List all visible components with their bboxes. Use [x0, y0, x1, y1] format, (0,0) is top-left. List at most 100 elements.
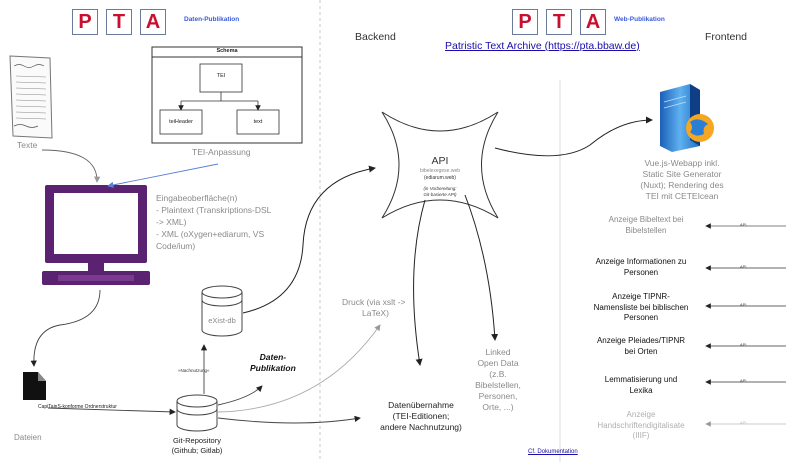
logo2-letter-t: T — [546, 9, 572, 35]
frontend-item-line: Lemmatisierung und — [604, 375, 678, 384]
linked-open-data-label: Linked Open Data (z.B. Bibelstellen, Per… — [468, 347, 528, 413]
daten-line: (TEI-Editionen; — [392, 411, 450, 421]
frontend-item-iiif: Anzeige Handschriftendigitalisate (IIIF) — [576, 410, 706, 442]
web-server-icon — [660, 84, 714, 152]
frontend-item-pleiades: Anzeige Pleiades/TIPNR bei Orten — [576, 336, 706, 357]
daten-pub-line: Daten- — [259, 352, 287, 362]
frontend-item-line: Handschriftendigitalisate — [597, 420, 685, 430]
frontend-item-line: Anzeige Bibeltext bei — [608, 215, 684, 224]
datenuebernahme-label: Datenübernahme (TEI-Editionen; andere Na… — [356, 400, 486, 433]
frontend-item-personen: Anzeige Informationen zu Personen — [576, 257, 706, 278]
linked-line: Linked — [485, 347, 511, 357]
vue-webapp-description: Vue.js-Webapp inkl. Static Site Generato… — [622, 158, 742, 202]
api-tag-1: API — [740, 222, 747, 227]
frontend-item-line: bei Orten — [624, 346, 658, 356]
frontend-item-line: Anzeige Pleiades/TIPNR — [596, 336, 686, 345]
daten-pub-line: Publikation — [250, 363, 296, 373]
api-star-shape — [381, 111, 499, 219]
pta-link[interactable]: Patristic Text Archive (https://pta.bbaw… — [445, 40, 640, 52]
git-repository-cylinder-icon — [176, 394, 218, 432]
tei-anpassung-caption: TEI-Anpassung — [192, 147, 251, 157]
arrow-api-to-server — [494, 116, 653, 157]
daten-publikation-italic: Daten- Publikation — [250, 352, 296, 374]
frontend-item-line: Bibelstellen — [625, 225, 667, 235]
logo-letter-t: T — [106, 9, 132, 35]
dateien-file-icon — [23, 372, 46, 400]
vue-line: (Nuxt); Rendering des — [640, 180, 724, 190]
ordnerstruktur-label: CapiTainS-konforme Ordnerstruktur — [38, 404, 117, 410]
arrow-existdb-to-api — [242, 165, 376, 314]
logo2-letter-p: P — [512, 9, 538, 35]
arrow-dateien-to-git — [47, 407, 176, 415]
frontend-item-line: (IIIF) — [632, 431, 650, 440]
eingabe-line: Code/ium) — [156, 241, 196, 251]
frontend-heading: Frontend — [705, 31, 748, 43]
linked-line: Bibelstellen, — [475, 380, 521, 390]
frontend-item-line: Anzeige TIPNR- — [612, 292, 670, 301]
druck-label: Druck (via xslt -> LaTeX) — [342, 297, 406, 319]
existdb-label: eXist-db — [208, 316, 236, 325]
arrow-texte-to-monitor — [41, 149, 101, 183]
eingabe-line: - Plaintext (Transkriptions-DSL — [156, 205, 272, 215]
dateien-label: Dateien — [14, 433, 42, 442]
linked-line: (z.B. — [489, 369, 507, 379]
frontend-item-line: Namensliste bei biblischen — [593, 302, 689, 312]
linked-line: Orte, ...) — [482, 402, 514, 412]
daten-line: andere Nachnutzung) — [380, 422, 462, 432]
existdb-cylinder-icon — [201, 285, 243, 337]
schema-tei: TEI — [216, 73, 226, 79]
backend-heading: Backend — [355, 31, 396, 43]
api-tag-4: API — [740, 342, 747, 347]
git-line: (Github; Gitlab) — [171, 445, 223, 455]
eingabe-line: - XML (oXygen+ediarum, VS — [156, 229, 265, 239]
druck-line: Druck (via xslt -> — [342, 297, 406, 307]
druck-line: LaTeX) — [362, 308, 389, 318]
eingabe-description: Eingabeoberfläche(n) - Plaintext (Transk… — [156, 192, 271, 252]
api-sub2: (ediarum.web) — [424, 175, 456, 181]
frontend-item-line: Lexika — [629, 385, 653, 395]
frontend-item-tipnr: Anzeige TIPNR- Namensliste bei biblische… — [576, 292, 706, 324]
texte-document-icon — [9, 55, 53, 139]
vue-line: TEI mit CETEIcean — [645, 191, 719, 201]
linked-line: Personen, — [478, 391, 518, 401]
frontend-item-line: Personen — [623, 313, 659, 322]
api-tag-2: API — [740, 264, 747, 269]
arrow-tei-to-monitor — [107, 163, 219, 189]
computer-monitor-icon — [42, 185, 150, 285]
frontend-item-line: Anzeige — [626, 410, 656, 419]
api-sub1: bibelexegese.web — [419, 168, 461, 174]
logo2-letter-a: A — [580, 9, 606, 35]
vue-line: Vue.js-Webapp inkl. — [644, 158, 720, 168]
api-tag-3: API — [740, 302, 747, 307]
eingabe-line: -> XML) — [156, 217, 187, 227]
web-publikation-label: Web-Publikation — [614, 16, 665, 23]
arrow-api-to-datenuebernahme — [413, 199, 426, 366]
arrow-git-to-druck — [217, 324, 381, 413]
frontend-item-lemmatisierung: Lemmatisierung und Lexika — [576, 375, 706, 396]
api-title: API — [431, 155, 449, 167]
schema-title: Schema — [216, 48, 238, 54]
frontend-item-line: Personen — [623, 267, 659, 277]
git-line: Git-Repository — [173, 436, 221, 445]
texte-label: Texte — [17, 140, 38, 150]
schema-text: text — [253, 119, 263, 125]
arrow-api-to-linked — [464, 194, 499, 341]
api-tag-5: API — [740, 378, 747, 383]
api-sub4: Git-basierte API) — [423, 192, 457, 197]
vue-line: Static Site Generator — [642, 169, 722, 179]
logo-letter-p: P — [72, 9, 98, 35]
logo-letter-a: A — [140, 9, 166, 35]
nachnutzung-label: »Nachnutzung« — [178, 368, 210, 373]
daten-line: Datenübernahme — [388, 400, 454, 410]
frontend-item-line: Anzeige Informationen zu — [595, 257, 687, 266]
dokumentation-link[interactable]: Cf. Dokumentation — [528, 449, 578, 455]
eingabe-line: Eingabeoberfläche(n) — [156, 193, 238, 203]
daten-publikation-label: Daten-Publikation — [184, 16, 240, 23]
arrow-git-to-daten-pub — [217, 385, 263, 406]
frontend-item-bibeltext: Anzeige Bibeltext bei Bibelstellen — [586, 215, 706, 236]
schema-teiheader: teiHeader — [169, 119, 193, 125]
schema-box — [151, 46, 303, 144]
api-sub3: (in Vorbereitung: — [423, 186, 457, 191]
api-tag-6: API — [740, 420, 747, 425]
